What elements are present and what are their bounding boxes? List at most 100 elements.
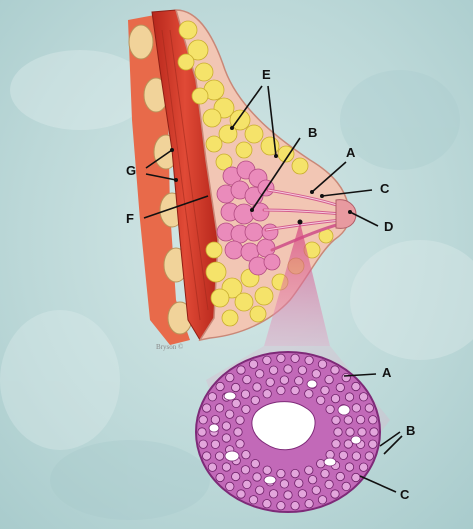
epithelial-cell <box>334 428 342 436</box>
rib-bone <box>129 25 153 59</box>
epithelial-cell <box>352 382 360 390</box>
epithelial-cell <box>332 416 340 424</box>
epithelial-cell <box>331 394 339 402</box>
epithelial-cell <box>251 460 259 468</box>
epithelial-cell <box>256 486 264 494</box>
epithelial-cell <box>358 428 366 436</box>
epithelial-cell <box>331 366 339 374</box>
epithelial-cell <box>291 469 299 477</box>
epithelial-cell <box>308 476 316 484</box>
epithelial-cell <box>211 416 219 424</box>
epithelial-cell <box>344 416 352 424</box>
epithelial-cell <box>243 480 251 488</box>
epithelial-cell <box>280 376 288 384</box>
label-b: B <box>308 126 317 139</box>
epithelial-cell <box>266 378 274 386</box>
epithelial-cell <box>318 360 326 368</box>
epithelial-cell <box>251 396 259 404</box>
epithelial-cell <box>370 428 378 436</box>
epithelial-cell <box>199 416 207 424</box>
epithelial-cell <box>345 393 353 401</box>
epithelial-cell <box>198 428 206 436</box>
epithelial-cell <box>226 373 234 381</box>
epithelial-cell <box>352 452 360 460</box>
epithelial-cell <box>359 393 367 401</box>
epithelial-cell <box>365 404 373 412</box>
epithelial-cell <box>211 440 219 448</box>
epithelial-cell <box>365 452 373 460</box>
epithelial-cell <box>232 399 240 407</box>
epithelial-cell <box>325 375 333 383</box>
epithelial-cell <box>317 396 325 404</box>
epithelial-cell <box>203 452 211 460</box>
epithelial-cell <box>222 434 230 442</box>
label-c: C <box>380 182 389 195</box>
epithelial-cell <box>237 366 245 374</box>
epithelial-cell <box>331 490 339 498</box>
epithelial-cell <box>305 500 313 508</box>
epithelial-cell <box>263 466 271 474</box>
epithelial-cell <box>352 473 360 481</box>
artist-credit: Bryson © <box>156 344 183 351</box>
epithelial-cell <box>277 386 285 394</box>
epithelial-cell <box>342 482 350 490</box>
epithelial-cell <box>321 386 329 394</box>
epithelial-cell <box>222 422 230 430</box>
epithelial-cell <box>318 496 326 504</box>
epithelial-cell <box>253 473 261 481</box>
epithelial-cell <box>359 463 367 471</box>
epithelial-cell <box>263 356 271 364</box>
epithelial-cell <box>269 366 277 374</box>
epithelial-cell <box>222 463 230 471</box>
epithelial-cell <box>369 416 377 424</box>
epithelial-cell <box>215 452 223 460</box>
epithelial-cell <box>284 365 292 373</box>
epithelial-cell <box>243 375 251 383</box>
epithelial-cell <box>256 370 264 378</box>
epithelial-cell <box>241 390 249 398</box>
epithelial-cell <box>249 496 257 504</box>
epithelial-cell <box>237 490 245 498</box>
epithelial-cell <box>280 480 288 488</box>
epithelial-cell <box>277 502 285 510</box>
epithelial-cell <box>305 390 313 398</box>
epithelial-cell <box>242 405 250 413</box>
epithelial-cell <box>336 472 344 480</box>
epithelial-cell <box>216 473 224 481</box>
epithelial-cell <box>332 440 340 448</box>
epithelial-cell <box>226 410 234 418</box>
epithelial-cell <box>216 382 224 390</box>
label-e: E <box>262 68 271 81</box>
epithelial-cell <box>249 360 257 368</box>
epithelial-cell <box>199 440 207 448</box>
epithelial-cell <box>232 472 240 480</box>
epithelial-cell <box>277 354 285 362</box>
epithelial-cell <box>263 390 271 398</box>
epithelial-cell <box>203 404 211 412</box>
epithelial-cell <box>356 416 364 424</box>
epithelial-cell <box>345 463 353 471</box>
epithelial-cell <box>312 370 320 378</box>
epithelial-cell <box>284 491 292 499</box>
epithelial-cell <box>226 482 234 490</box>
epithelial-cell <box>291 502 299 510</box>
epithelial-cell <box>236 440 244 448</box>
epithelial-cell <box>241 466 249 474</box>
epithelial-cell <box>346 428 354 436</box>
epithelial-cell <box>369 440 377 448</box>
epithelial-cell <box>339 451 347 459</box>
epithelial-cell <box>325 480 333 488</box>
epithelial-cell <box>291 386 299 394</box>
epithelial-cell <box>269 490 277 498</box>
epithelial-cell <box>234 428 242 436</box>
label-f: F <box>126 212 134 225</box>
epithelial-cell <box>295 479 303 487</box>
epithelial-cell <box>342 373 350 381</box>
epithelial-cell <box>298 490 306 498</box>
epithelial-cell <box>215 404 223 412</box>
label-a-inset: A <box>382 366 391 379</box>
epithelial-cell <box>326 405 334 413</box>
epithelial-cell <box>291 354 299 362</box>
epithelial-cell <box>263 500 271 508</box>
